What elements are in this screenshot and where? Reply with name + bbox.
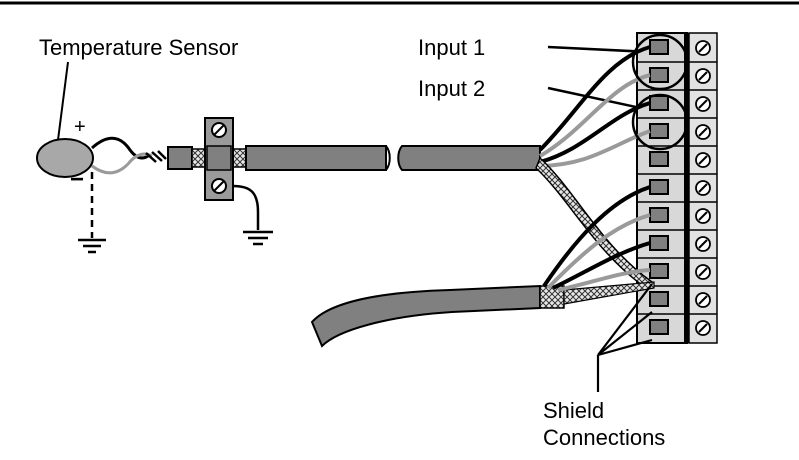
sensor-label-leader [57, 61, 69, 141]
ground-icon [78, 238, 106, 254]
screw-icon [211, 178, 227, 194]
ground-icon [243, 230, 273, 246]
sensor-leads [91, 136, 167, 175]
shield-connections-label-line2: Connections [543, 425, 666, 450]
input-2-label: Input 2 [418, 76, 486, 101]
temperature-sensor-label: Temperature Sensor [39, 35, 239, 60]
input-1-label: Input 1 [418, 35, 486, 60]
clamp-ground [232, 184, 273, 246]
sensor-cable [167, 145, 541, 171]
cable-clamp-icon [204, 117, 234, 201]
lower-cable [310, 185, 655, 348]
temperature-sensor-icon [36, 138, 94, 178]
sensor-ground [78, 172, 106, 254]
input2-highlight-circle [631, 93, 689, 151]
shield-pointer-lines [596, 283, 653, 392]
plus-sign: + [74, 116, 86, 138]
shield-connections-label-line1: Shield [543, 398, 605, 423]
screw-icon [211, 122, 227, 138]
input2-leader [547, 86, 651, 112]
input1-highlight-circle [631, 33, 689, 91]
minus-sign: − [70, 166, 85, 193]
input1-leader [547, 45, 651, 54]
